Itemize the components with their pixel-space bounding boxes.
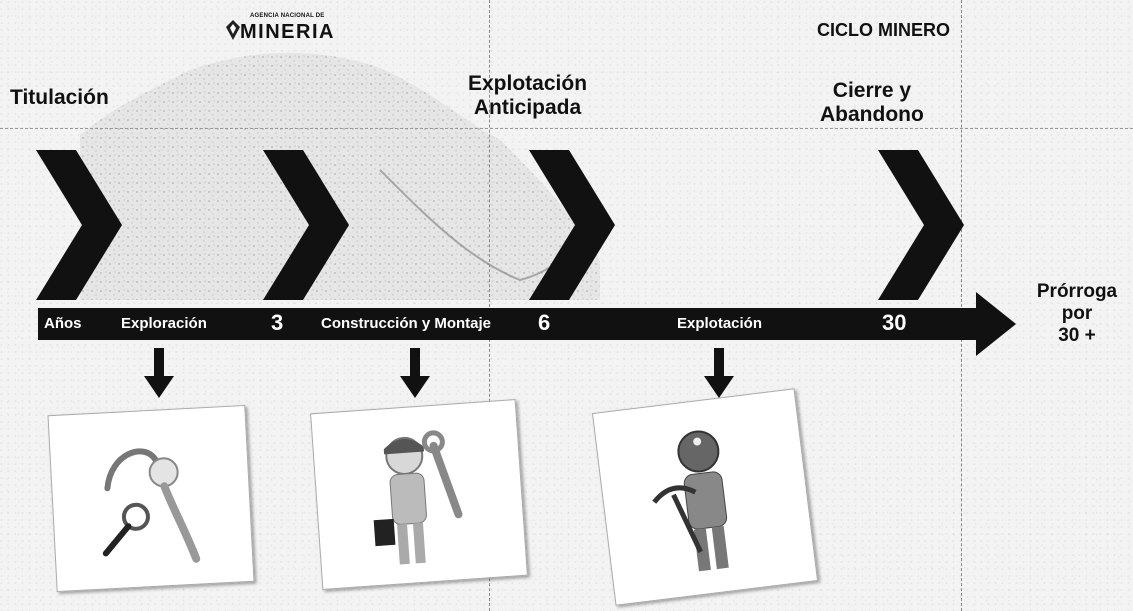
card-construccion bbox=[310, 399, 528, 590]
timeline-year-3: 3 bbox=[271, 310, 284, 335]
phase-cierre-abandono: Cierre y Abandono bbox=[820, 79, 924, 127]
logo-agency-text: AGENCIA NACIONAL DE bbox=[250, 13, 325, 19]
logo-mark-icon bbox=[226, 20, 240, 40]
timeline-year-30: 30 bbox=[882, 310, 907, 335]
phase-cierre-line1: Cierre y bbox=[832, 79, 912, 102]
chevron-2-icon bbox=[263, 150, 349, 300]
prorroga-label: Prórroga por 30 + bbox=[1022, 281, 1132, 347]
divider-line-2 bbox=[961, 0, 963, 611]
chevron-3-icon bbox=[529, 150, 615, 300]
logo-mineria-text: MINERIA bbox=[240, 21, 335, 43]
diagram-title: CICLO MINERO bbox=[817, 20, 950, 40]
prorroga-line3: 30 + bbox=[1058, 325, 1096, 346]
chevron-1-icon bbox=[36, 150, 122, 300]
anm-logo: AGENCIA NACIONAL DE MINERIA bbox=[226, 12, 338, 46]
prorroga-line1: Prórroga bbox=[1036, 281, 1118, 302]
chevron-4-icon bbox=[878, 150, 964, 300]
phase-explotacion-line1: Explotación bbox=[468, 72, 588, 95]
miner-pickaxe-icon bbox=[652, 430, 729, 572]
timeline-year-6: 6 bbox=[538, 310, 551, 335]
timeline-exploracion: Exploración bbox=[121, 315, 207, 332]
timeline-construccion: Construcción y Montaje bbox=[321, 315, 492, 332]
card-exploracion bbox=[47, 404, 255, 593]
down-arrow-3-icon bbox=[704, 348, 734, 398]
phase-explotacion-line2: Anticipada bbox=[473, 96, 582, 119]
phase-explotacion-anticipada: Explotación Anticipada bbox=[468, 72, 587, 120]
magnifier-figure-icon bbox=[102, 448, 201, 563]
prorroga-line2: por bbox=[1061, 303, 1093, 324]
down-arrow-2-icon bbox=[400, 348, 430, 398]
timeline-anos-label: Años bbox=[44, 315, 82, 332]
divider-line-1 bbox=[489, 0, 491, 611]
down-arrow-1-icon bbox=[144, 348, 174, 398]
phase-cierre-line2: Abandono bbox=[820, 103, 924, 126]
card-explotacion bbox=[591, 388, 819, 606]
horizon-line bbox=[0, 128, 1133, 129]
phase-titulacion: Titulación bbox=[10, 86, 109, 109]
worker-wrench-icon bbox=[373, 430, 463, 565]
timeline-explotacion: Explotación bbox=[677, 315, 763, 332]
